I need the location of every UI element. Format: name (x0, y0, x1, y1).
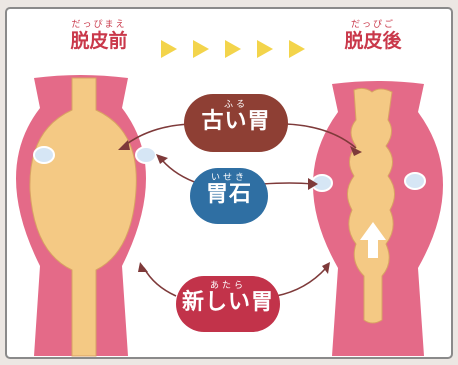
new-stomach-ruby: あたら (209, 281, 246, 291)
gastrolith-left (33, 146, 55, 164)
old-stomach-label: ふる 古い胃 (184, 100, 288, 134)
gastrolith-right-after (404, 172, 426, 190)
stomach-after (311, 81, 443, 356)
arrowhead (138, 262, 148, 272)
new-stomach-text: 新しい胃 (181, 290, 274, 315)
gastrolith-right (135, 146, 157, 164)
old-stomach-ruby: ふる (223, 100, 248, 110)
old-stomach-text: 古い胃 (201, 109, 271, 134)
after-ruby: だっぴご (350, 20, 395, 30)
arrowhead (322, 262, 330, 274)
before-label: 脱皮前 (70, 30, 128, 52)
new-stomach-label: あたら 新しい胃 (176, 281, 280, 315)
stomach-before (16, 75, 157, 357)
arrowhead (308, 178, 318, 190)
arrowhead (156, 154, 168, 164)
before-heading: だっぴまえ 脱皮前 (44, 20, 154, 52)
gastrolith-ruby: いせき (210, 173, 247, 183)
progress-triangle (257, 40, 273, 58)
arrow-old-to-left (123, 123, 191, 147)
progress-triangle (161, 40, 177, 58)
gastrolith-label: いせき 胃石 (190, 173, 268, 207)
arrow-new-to-right (275, 267, 327, 297)
gastrolith-text: 胃石 (205, 182, 252, 207)
connector-arrows (123, 123, 357, 297)
progress-triangle (225, 40, 241, 58)
old-stomach-pill (184, 94, 288, 152)
arrowheads (118, 140, 362, 274)
after-heading: だっぴご 脱皮後 (318, 20, 428, 52)
up-arrow-icon (360, 222, 386, 258)
shed-lining-after (347, 87, 395, 324)
before-ruby: だっぴまえ (71, 20, 127, 30)
after-label: 脱皮後 (344, 30, 402, 52)
new-stomach-pill (176, 276, 280, 332)
arrowhead (118, 140, 130, 150)
arrow-old-to-right (285, 123, 357, 149)
progress-triangle (289, 40, 305, 58)
gastrolith-pill (190, 168, 268, 224)
arrowhead (350, 146, 362, 156)
progress-triangle (193, 40, 209, 58)
progress-arrows (161, 40, 305, 58)
